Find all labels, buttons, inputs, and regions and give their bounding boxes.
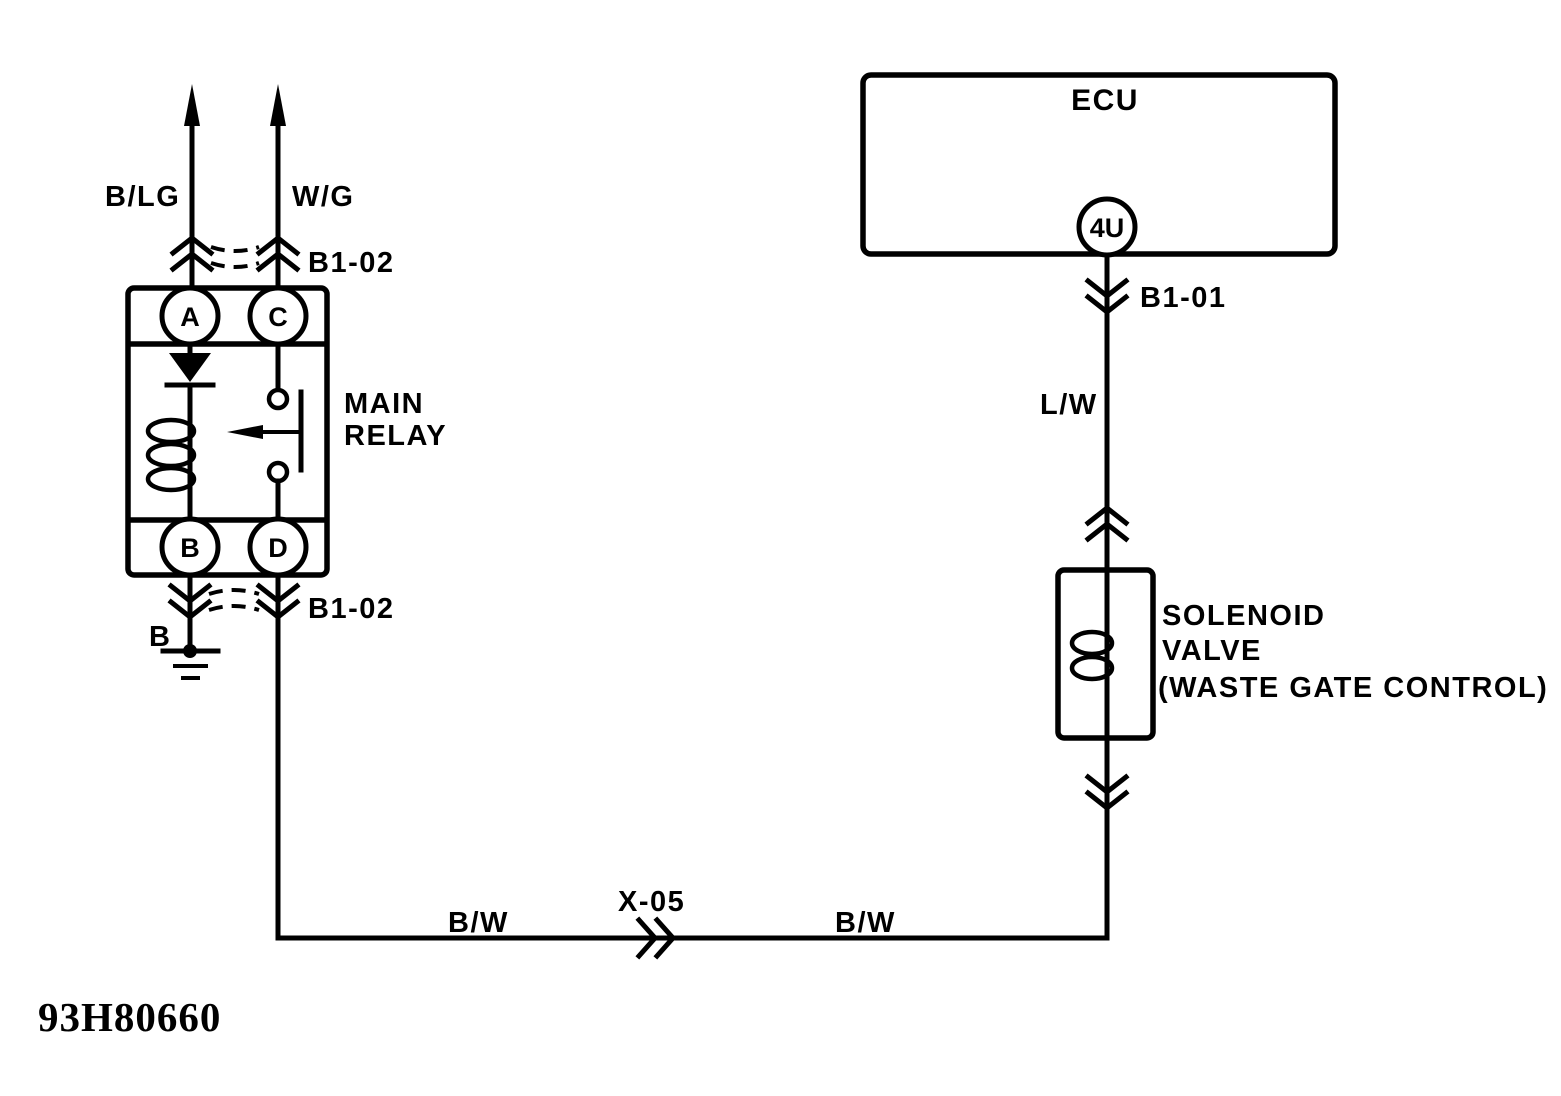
- coil-icon: [1069, 629, 1115, 682]
- connector-b1-02-top: B1-02: [169, 234, 395, 279]
- relay-terminal-a-label: A: [180, 302, 200, 332]
- arrow-up-icon: [270, 84, 286, 126]
- main-relay: A C B D MAIN RELAY: [125, 285, 447, 578]
- bottom-wire-run: B/W X-05 B/W: [275, 886, 1110, 960]
- solenoid-label-line1: SOLENOID: [1162, 600, 1325, 632]
- connector-dashed-link: [210, 261, 260, 269]
- connector-chevron-icon: [167, 598, 213, 621]
- connector-label-b1-01: B1-01: [1140, 282, 1227, 314]
- ecu-terminal-4u: [1076, 196, 1138, 258]
- connector-chevron-icon: [1084, 773, 1130, 796]
- switch-icon: [227, 341, 304, 522]
- connector-chevron-icon: [1084, 520, 1130, 543]
- connector-dashed-link: [208, 604, 260, 612]
- ground-wire-label: B: [149, 621, 171, 653]
- connector-dashed-link: [210, 245, 260, 253]
- connector-chevron-icon: [635, 916, 659, 960]
- connector-chevron-icon: [653, 916, 677, 960]
- relay-terminal-a: [159, 285, 221, 347]
- connector-chevron-icon: [1084, 277, 1130, 300]
- connector-label-b1-02-top: B1-02: [308, 247, 395, 279]
- connector-chevron-icon: [255, 250, 301, 273]
- wire-label-w-g: W/G: [292, 181, 355, 213]
- ecu-title: ECU: [1071, 84, 1139, 117]
- power-feed-wires: B/LG W/G: [105, 84, 355, 293]
- relay-terminal-c: [247, 285, 309, 347]
- connector-label-x-05: X-05: [618, 886, 685, 918]
- connector-chevron-icon: [1084, 293, 1130, 316]
- relay-terminal-b-label: B: [180, 533, 200, 563]
- connector-b1-01: B1-01: [1084, 277, 1227, 316]
- relay-terminal-c-label: C: [268, 302, 288, 332]
- connector-chevron-icon: [1084, 789, 1130, 812]
- wire-lw-section: L/W: [1040, 389, 1130, 543]
- connector-chevron-icon: [167, 582, 213, 605]
- connector-chevron-icon: [255, 598, 301, 621]
- connector-dashed-link: [208, 588, 260, 596]
- connector-chevron-icon: [1084, 504, 1130, 527]
- wire-label-bw-left: B/W: [448, 907, 509, 939]
- solenoid-label-line3: (WASTE GATE CONTROL): [1158, 672, 1548, 704]
- wire-label-bw-right: B/W: [835, 907, 896, 939]
- connector-chevron-icon: [169, 234, 215, 257]
- ecu-terminal-4u-label: 4U: [1090, 213, 1125, 243]
- relay-name-line2: RELAY: [344, 420, 447, 452]
- connector-label-b1-02-bottom: B1-02: [308, 593, 395, 625]
- wire-label-lw: L/W: [1040, 389, 1098, 421]
- solenoid-label-line2: VALVE: [1162, 635, 1262, 667]
- figure-number: 93H80660: [38, 994, 221, 1040]
- relay-box: [125, 285, 330, 578]
- relay-name-line1: MAIN: [344, 388, 424, 420]
- arrow-up-icon: [184, 84, 200, 126]
- connector-b1-02-bottom: B1-02: [167, 582, 395, 625]
- solenoid-box: [1055, 567, 1156, 741]
- connector-chevron-icon: [169, 250, 215, 273]
- ground-icon: [160, 644, 221, 680]
- solenoid-valve: SOLENOID VALVE (WASTE GATE CONTROL): [1055, 567, 1548, 812]
- connector-chevron-icon: [255, 234, 301, 257]
- connector-chevron-icon: [255, 582, 301, 605]
- ecu: ECU 4U: [860, 72, 1338, 941]
- relay-output-wires: [187, 572, 281, 941]
- relay-terminal-d-label: D: [268, 533, 288, 563]
- coil-icon: [145, 417, 197, 493]
- diode-icon: [169, 353, 211, 382]
- ground: B: [149, 621, 221, 680]
- wire-label-b-lg: B/LG: [105, 181, 180, 213]
